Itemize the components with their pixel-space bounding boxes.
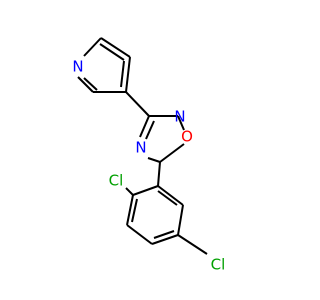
atom-label-n-oxadiazole-top: N xyxy=(174,108,185,126)
bond xyxy=(177,234,208,255)
bond xyxy=(126,224,153,245)
bond xyxy=(132,185,159,196)
background xyxy=(0,0,300,300)
bond xyxy=(139,115,150,138)
bond xyxy=(120,60,125,88)
bond xyxy=(125,91,150,117)
bond xyxy=(177,115,185,131)
bond xyxy=(145,120,155,140)
pyridine-ring xyxy=(77,37,131,93)
atom-label-o-oxadiazole: O xyxy=(181,128,193,146)
bond xyxy=(153,230,175,239)
molecule-structure: N N O N Cl Cl xyxy=(0,0,300,300)
oxadiazole-ring xyxy=(139,115,185,163)
bond xyxy=(151,234,179,245)
atom-label-n-pyridine: N xyxy=(72,58,83,76)
atom-label-cl-ortho: Cl xyxy=(109,172,124,190)
bond xyxy=(157,185,184,206)
bond xyxy=(147,157,161,163)
bond xyxy=(99,43,125,61)
bond xyxy=(177,204,184,236)
atom-label-n-oxadiazole-bottom: N xyxy=(135,139,146,157)
bond xyxy=(159,143,185,163)
bond xyxy=(131,198,138,223)
bond xyxy=(125,187,134,196)
bond xyxy=(100,37,131,58)
bond xyxy=(125,56,131,93)
bond xyxy=(157,190,178,206)
bond xyxy=(83,37,102,57)
bond xyxy=(126,194,134,226)
bond xyxy=(83,77,98,91)
atom-label-cl-meta: Cl xyxy=(211,256,226,274)
bond xyxy=(157,161,161,187)
bond xyxy=(77,76,94,93)
dichlorophenyl-ring xyxy=(126,185,184,245)
